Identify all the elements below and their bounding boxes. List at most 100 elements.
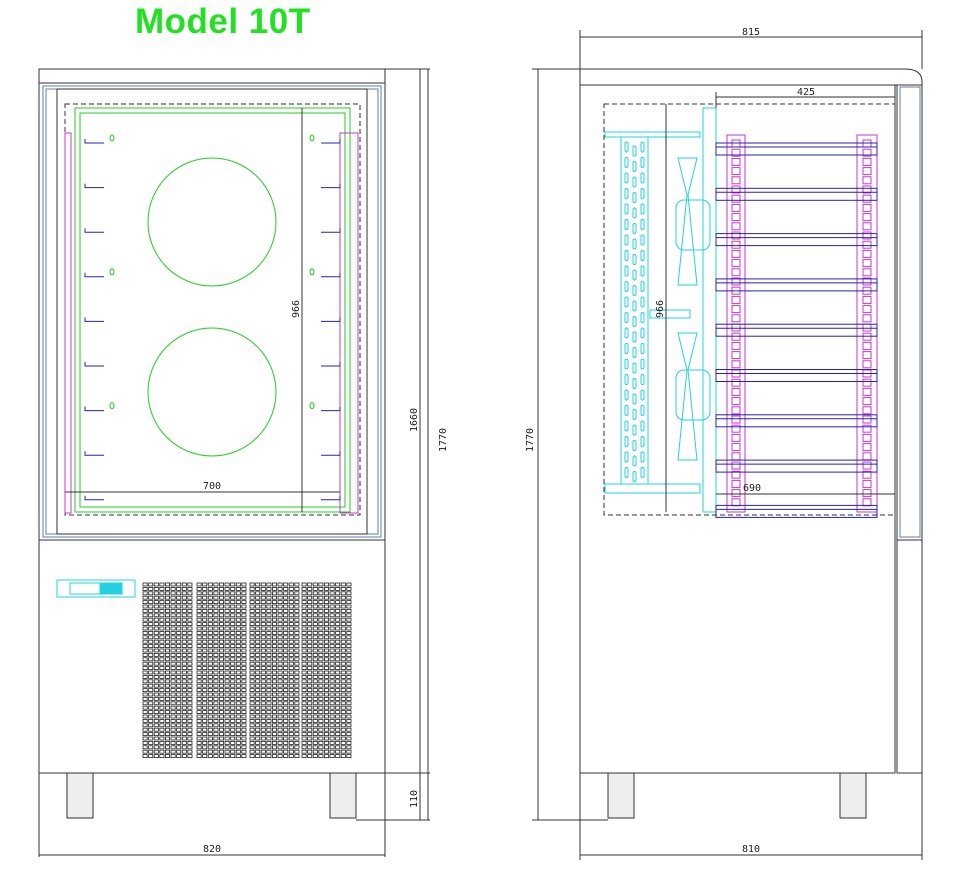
- evaporator-fin-slot: [624, 389, 629, 401]
- evaporator-fin-slot: [632, 471, 637, 482]
- grille-hole: [346, 741, 352, 745]
- evaporator-fin-slot: [640, 219, 645, 230]
- grille-hole: [148, 666, 154, 670]
- grille-hole: [312, 723, 318, 728]
- grille-hole: [235, 622, 241, 626]
- grille-hole: [164, 635, 170, 640]
- grille-hole: [148, 719, 154, 723]
- grille-hole: [202, 666, 208, 670]
- grille-hole: [294, 741, 300, 745]
- grille-hole: [202, 732, 208, 736]
- grille-hole: [329, 741, 335, 745]
- grille-hole: [196, 697, 202, 701]
- grille-hole: [301, 710, 307, 714]
- grille-hole: [181, 679, 187, 684]
- grille-hole: [335, 587, 341, 591]
- grille-hole: [159, 653, 165, 657]
- grille-hole: [288, 591, 294, 596]
- grille-hole: [266, 653, 272, 657]
- grille-hole: [196, 653, 202, 657]
- grille-hole: [346, 670, 352, 675]
- grille-hole: [170, 697, 176, 701]
- grille-hole: [159, 648, 165, 653]
- grille-hole: [329, 688, 335, 692]
- grille-hole: [307, 591, 313, 596]
- grille-hole: [301, 600, 307, 604]
- grille-hole: [235, 723, 241, 728]
- grille-hole: [230, 644, 236, 648]
- rail-hole: [731, 433, 741, 442]
- grille-hole: [283, 741, 289, 745]
- grille-hole: [294, 653, 300, 657]
- grille-hole: [255, 600, 261, 604]
- grille-hole: [277, 749, 283, 754]
- grille-hole: [260, 683, 266, 688]
- grille-hole: [176, 595, 182, 600]
- grille-hole: [346, 631, 352, 635]
- grille-hole: [312, 653, 318, 657]
- grille-hole: [294, 639, 300, 644]
- grille-hole: [241, 692, 247, 697]
- grille-hole: [224, 710, 230, 714]
- rail-hole: [731, 240, 741, 249]
- grille-hole: [181, 754, 187, 758]
- grille-hole: [181, 745, 187, 750]
- rail-hole: [862, 249, 872, 258]
- grille-hole: [260, 714, 266, 719]
- grille-hole: [283, 653, 289, 657]
- grille-hole: [346, 710, 352, 714]
- grille-hole: [241, 701, 247, 706]
- evaporator-fin-slot: [632, 192, 637, 203]
- grille-hole: [335, 727, 341, 732]
- label-total-height: 1770: [438, 428, 449, 452]
- side-view: [532, 30, 923, 860]
- grille-hole: [230, 736, 236, 741]
- grille-hole: [153, 626, 159, 631]
- evaporator-fin-slot: [624, 343, 629, 354]
- grille-hole: [329, 631, 335, 635]
- evaporator-fin-slot: [624, 327, 629, 339]
- grille-hole: [153, 639, 159, 644]
- grille-hole: [224, 732, 230, 736]
- grille-hole: [260, 705, 266, 710]
- grille-hole: [235, 613, 241, 618]
- grille-hole: [301, 661, 307, 666]
- grille-hole: [335, 688, 341, 692]
- grille-hole: [153, 622, 159, 626]
- grille-hole: [266, 732, 272, 736]
- grille-hole: [271, 635, 277, 640]
- grille-hole: [329, 697, 335, 701]
- grille-hole: [202, 697, 208, 701]
- rack-pin: [109, 402, 115, 410]
- grille-hole: [260, 749, 266, 754]
- grille-hole: [153, 714, 159, 719]
- grille-hole: [153, 705, 159, 710]
- grille-hole: [181, 657, 187, 662]
- grille-hole: [187, 635, 193, 640]
- grille-hole: [283, 745, 289, 750]
- grille-hole: [288, 745, 294, 750]
- grille-hole: [307, 648, 313, 653]
- shelf-bracket-left: [84, 272, 104, 278]
- evaporator-fin-slot: [640, 312, 645, 323]
- grille-hole: [318, 631, 324, 635]
- grille-hole: [318, 582, 324, 587]
- grille-hole: [335, 666, 341, 670]
- rail-hole: [862, 397, 872, 406]
- grille-hole: [283, 714, 289, 719]
- grille-hole: [340, 670, 346, 675]
- grille-hole: [255, 714, 261, 719]
- grille-hole: [288, 631, 294, 635]
- grille-hole: [164, 613, 170, 618]
- grille-hole: [164, 701, 170, 706]
- grille-hole: [323, 741, 329, 745]
- grille-hole: [301, 745, 307, 750]
- grille-hole: [260, 617, 266, 622]
- upper-body: [38, 82, 386, 541]
- grille-hole: [196, 644, 202, 648]
- grille-hole: [318, 697, 324, 701]
- grille-hole: [301, 714, 307, 719]
- grille-hole: [181, 648, 187, 653]
- grille-hole: [142, 701, 148, 706]
- grille-hole: [283, 710, 289, 714]
